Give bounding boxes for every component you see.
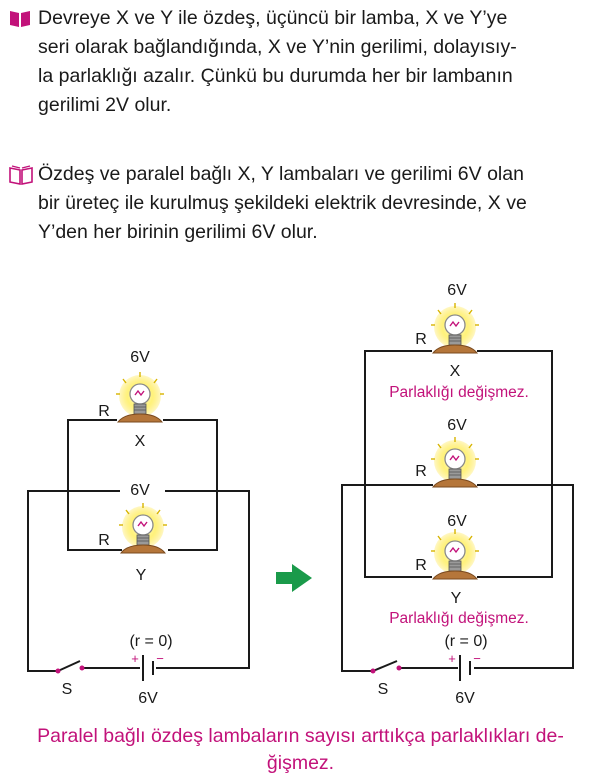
battery-left [142,655,154,681]
switch-label-right: S [378,681,389,698]
paragraph-series-explanation: Devreye X ve Y ile özdeş, üçüncü bir lam… [38,4,594,120]
battery-voltage-left: 6V [138,690,158,707]
paragraph-line: seri olarak bağlandığında, X ve Y’nin ge… [38,36,517,58]
lamp-x-right-voltage: 6V [447,282,467,299]
paragraph-parallel-explanation: Özdeş ve paralel bağlı X, Y lambaları ve… [38,160,594,247]
switch-s-right[interactable] [370,660,402,674]
lamp-new-right-voltage: 6V [447,417,467,434]
lamp-y-resistor: R [98,532,110,549]
battery-plus-right: + [448,651,456,666]
open-book-icon [9,165,33,185]
internal-resistance-left: (r = 0) [129,633,172,650]
lamp-new-right [430,436,480,488]
caption-line: ğişmez. [266,752,335,774]
caption-line: Paralel bağlı özdeş lambaların sayısı ar… [37,725,564,747]
circuit-diagrams: 6V R X 6V R Y (r = 0) + − 6V S 6V R X Pa… [27,282,574,707]
lamp-x-right-note: Parlaklığı değişmez. [389,384,529,401]
lamp-x-name: X [135,433,146,450]
book-icon [10,11,30,27]
lamp-y-voltage: 6V [130,482,150,499]
lamp-y-right-note: Parlaklığı değişmez. [389,610,529,627]
lamp-x-right-name: X [450,363,461,380]
lamp-new-right-resistor: R [415,463,427,480]
paragraph-line: la parlaklığı azalır. Çünkü bu durumda h… [38,65,513,87]
lamp-y-right [430,528,480,580]
paragraph-line: gerilimi 2V olur. [38,94,172,116]
lamp-y-right-voltage: 6V [447,513,467,530]
lamp-x-voltage: 6V [130,349,150,366]
left-circuit [27,419,250,672]
lamp-y-name: Y [136,567,147,584]
lamp-y [118,502,168,554]
paragraph-line: bir üreteç ile kurulmuş şekildeki elektr… [38,192,527,214]
lamp-x-right-resistor: R [415,331,427,348]
caption: Paralel bağlı özdeş lambaların sayısı ar… [0,723,601,777]
paragraph-line: Özdeş ve paralel bağlı X, Y lambaları ve… [38,163,524,185]
paragraph-line: Devreye X ve Y ile özdeş, üçüncü bir lam… [38,7,508,29]
lamp-y-right-resistor: R [415,557,427,574]
lamp-y-right-name: Y [451,590,462,607]
lamp-x-right [430,302,480,354]
lamp-x-resistor: R [98,403,110,420]
battery-minus-right: − [473,651,481,666]
paragraph-line: Y’den her birinin gerilimi 6V olur. [38,221,318,243]
battery-minus-left: − [156,651,164,666]
switch-label-left: S [62,681,73,698]
battery-voltage-right: 6V [455,690,475,707]
lamp-x [115,371,165,423]
battery-plus-left: + [131,651,139,666]
switch-s-left[interactable] [55,660,85,674]
arrow-right-icon [276,564,312,592]
internal-resistance-right: (r = 0) [444,633,487,650]
battery-right [459,655,471,681]
right-circuit [341,350,574,672]
